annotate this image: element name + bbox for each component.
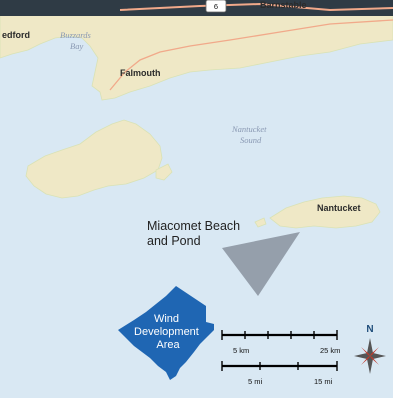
miacomet-line-1: Miacomet Beach bbox=[147, 219, 240, 233]
scale-mi-right: 15 mi bbox=[314, 377, 333, 386]
wind-area-line-2: Development bbox=[134, 326, 199, 338]
buzzards-bay-line-1: Buzzards bbox=[60, 30, 92, 40]
miacomet-line-2: and Pond bbox=[147, 234, 201, 248]
wind-development-area bbox=[118, 286, 214, 380]
compass-needle-west bbox=[354, 353, 370, 359]
compass-needle-north bbox=[367, 338, 373, 356]
scale-km-left: 5 km bbox=[233, 346, 249, 355]
mainland-cape-cod bbox=[0, 0, 393, 101]
chappaquiddick bbox=[155, 163, 173, 181]
nantucket-sound-line-2: Sound bbox=[240, 135, 262, 145]
buzzards-bay-line-2: Bay bbox=[70, 41, 83, 51]
wind-area-label: Wind Development Area bbox=[134, 313, 202, 351]
scale-mi-left: 5 mi bbox=[248, 377, 263, 386]
compass-needle-south bbox=[367, 356, 373, 374]
wind-area-line-1: Wind bbox=[154, 313, 179, 325]
compass-rose-icon bbox=[354, 338, 386, 374]
buzzards-bay-label: Buzzards Bay bbox=[60, 30, 93, 51]
route-shield bbox=[205, 0, 227, 13]
compass-north-label: N bbox=[366, 324, 373, 335]
view-cone bbox=[222, 232, 300, 296]
nantucket-sound-label: Nantucket Sound bbox=[231, 124, 269, 145]
nantucket-island bbox=[269, 195, 381, 229]
top-road bbox=[119, 2, 393, 12]
falmouth-label: Falmouth bbox=[120, 68, 161, 78]
compass-needle-east bbox=[370, 353, 386, 359]
top-banner bbox=[0, 0, 393, 16]
top-partial-label: Barnstable bbox=[260, 0, 307, 10]
cape-road bbox=[109, 19, 393, 91]
compass-diag-se bbox=[370, 356, 379, 365]
bedford-label: edford bbox=[2, 30, 30, 40]
miacomet-label: Miacomet Beach and Pond bbox=[147, 219, 244, 248]
wind-area-line-3: Area bbox=[156, 339, 180, 351]
compass-diag-nw bbox=[361, 347, 370, 356]
compass-diag-ne bbox=[370, 347, 379, 356]
compass-diag-sw bbox=[361, 356, 370, 365]
scale-km-right: 25 km bbox=[320, 346, 340, 355]
nantucket-label: Nantucket bbox=[317, 203, 361, 213]
nantucket-sound-line-1: Nantucket bbox=[231, 124, 267, 134]
scale-bar: 5 km 25 km 5 mi 15 mi bbox=[221, 330, 340, 386]
tuckernuck-island bbox=[254, 217, 267, 228]
route-shield-label: 6 bbox=[214, 2, 218, 11]
marthas-vineyard bbox=[25, 119, 163, 199]
